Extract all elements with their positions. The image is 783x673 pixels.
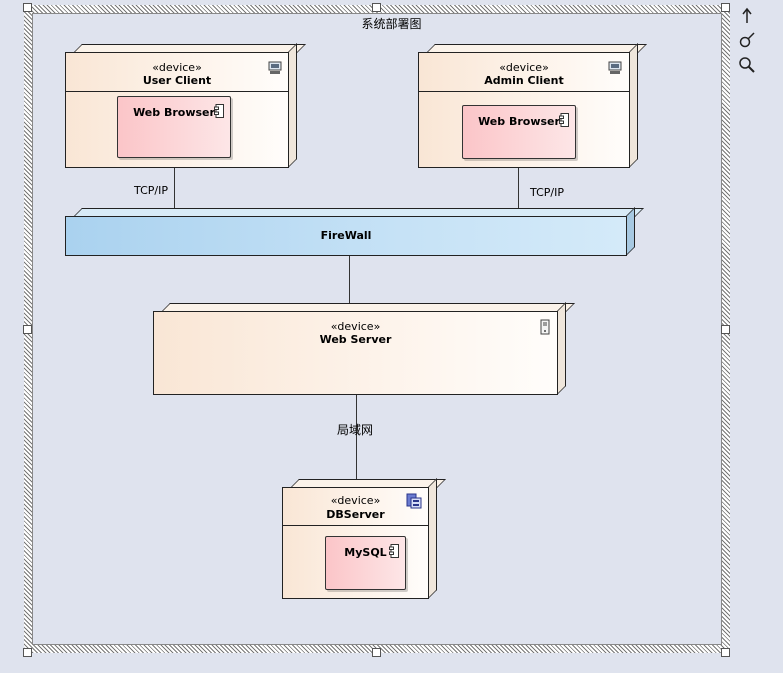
connector-webserver-db[interactable] bbox=[356, 395, 357, 480]
node-stereotype: «device» bbox=[499, 61, 549, 74]
admin-client-web-browser-component[interactable]: Web Browser bbox=[462, 105, 576, 159]
resize-handle[interactable] bbox=[721, 3, 730, 12]
connector-label: 局域网 bbox=[337, 423, 374, 437]
node-stereotype: «device» bbox=[152, 61, 202, 74]
resize-handle[interactable] bbox=[23, 325, 32, 334]
connector-user-firewall[interactable] bbox=[174, 157, 175, 209]
node-name: DBServer bbox=[326, 508, 385, 521]
mysql-component[interactable]: MySQL bbox=[325, 536, 406, 590]
web-server-node[interactable]: «device» Web Server bbox=[153, 302, 575, 395]
arrow-up-icon[interactable] bbox=[738, 7, 756, 25]
component-name: MySQL bbox=[344, 546, 387, 559]
component-name: Web Browser bbox=[478, 115, 560, 128]
diagram-title: 系统部署图 bbox=[361, 17, 422, 31]
firewall-node[interactable]: FireWall bbox=[65, 207, 644, 256]
resize-handle[interactable] bbox=[372, 3, 381, 12]
resize-handle[interactable] bbox=[721, 325, 730, 334]
server-tower-icon bbox=[540, 319, 550, 339]
component-icon bbox=[559, 112, 569, 127]
component-name: Web Browser bbox=[133, 106, 215, 119]
magnifier-icon[interactable] bbox=[738, 56, 756, 74]
component-icon bbox=[389, 543, 399, 558]
node-name: FireWall bbox=[320, 229, 372, 242]
database-server-icon bbox=[406, 493, 422, 513]
component-icon bbox=[214, 103, 224, 118]
node-name: User Client bbox=[142, 74, 212, 87]
resize-handle[interactable] bbox=[372, 648, 381, 657]
node-name: Admin Client bbox=[484, 74, 564, 87]
resize-handle[interactable] bbox=[23, 648, 32, 657]
node-stereotype: «device» bbox=[330, 494, 381, 507]
node-stereotype: «device» bbox=[330, 320, 381, 333]
computer-icon bbox=[268, 60, 282, 79]
connector-firewall-webserver[interactable] bbox=[349, 256, 350, 304]
connector-admin-firewall[interactable] bbox=[518, 168, 519, 209]
connector-label: TCP/IP bbox=[134, 184, 168, 197]
node-name: Web Server bbox=[319, 333, 392, 346]
user-client-web-browser-component[interactable]: Web Browser bbox=[117, 96, 231, 158]
paint-brush-icon[interactable] bbox=[738, 31, 756, 49]
resize-handle[interactable] bbox=[721, 648, 730, 657]
connector-label: TCP/IP bbox=[530, 186, 564, 199]
resize-handle[interactable] bbox=[23, 3, 32, 12]
computer-icon bbox=[608, 60, 622, 79]
